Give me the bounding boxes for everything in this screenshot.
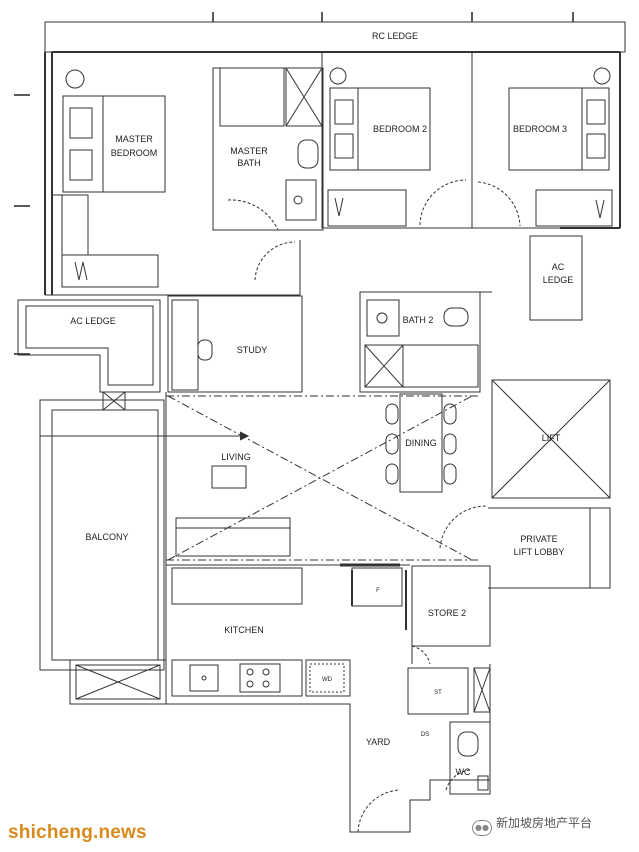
ac-ledge-right — [529, 235, 583, 321]
bedroom-2 — [321, 51, 473, 229]
label-storage-tank: ST — [434, 690, 442, 696]
label-ac-ledge-left: AC LEDGE — [70, 316, 116, 326]
ledge-posts — [14, 12, 574, 355]
label-wc: WC — [456, 767, 471, 777]
label-kitchen: KITCHEN — [224, 625, 264, 635]
label-living: LIVING — [221, 452, 251, 462]
channel-name: 新加坡房地产平台 — [496, 816, 593, 830]
label-rc-ledge: RC LEDGE — [372, 31, 418, 41]
label-ac-ledge-right-1: AC — [552, 262, 565, 272]
yard — [70, 664, 491, 833]
corridor — [254, 240, 301, 296]
study — [167, 295, 303, 393]
bedroom-3 — [471, 51, 621, 229]
lift — [491, 379, 611, 499]
wc — [445, 721, 491, 795]
rc-ledge — [44, 21, 626, 53]
living-dining — [40, 391, 480, 660]
label-fridge: F — [376, 588, 380, 594]
master-bedroom — [45, 69, 255, 296]
label-master-bedroom-2: BEDROOM — [111, 148, 158, 158]
label-master-bedroom-1: MASTER — [115, 134, 153, 144]
label-bath-2: BATH 2 — [403, 315, 434, 325]
label-bedroom-3: BEDROOM 3 — [513, 124, 567, 134]
label-lift: LIFT — [542, 433, 561, 443]
label-ds: DS — [421, 732, 429, 738]
private-lift-lobby — [439, 505, 611, 589]
channel-watermark: ●● 新加坡房地产平台 — [472, 814, 592, 836]
label-master-bath-1: MASTER — [230, 146, 268, 156]
room-labels: RC LEDGE MASTER BEDROOM MASTER BATH BEDR… — [70, 31, 573, 777]
label-master-bath-2: BATH — [237, 158, 260, 168]
ac-ledge-left — [17, 299, 161, 393]
label-balcony: BALCONY — [85, 532, 128, 542]
master-bath — [212, 67, 324, 231]
site-watermark: shicheng.news — [8, 822, 147, 843]
store-2 — [411, 565, 491, 665]
label-private-lift-lobby-2: LIFT LOBBY — [514, 547, 565, 557]
label-bedroom-2: BEDROOM 2 — [373, 124, 427, 134]
label-private-lift-lobby-1: PRIVATE — [520, 534, 557, 544]
wechat-icon: ●● — [472, 820, 492, 836]
label-yard: YARD — [366, 737, 391, 747]
label-washer-dryer: WD — [322, 677, 333, 683]
label-study: STUDY — [237, 345, 268, 355]
bath-2 — [359, 291, 492, 393]
label-dining: DINING — [405, 438, 437, 448]
label-store-2: STORE 2 — [428, 608, 466, 618]
label-ac-ledge-right-2: LEDGE — [543, 275, 574, 285]
